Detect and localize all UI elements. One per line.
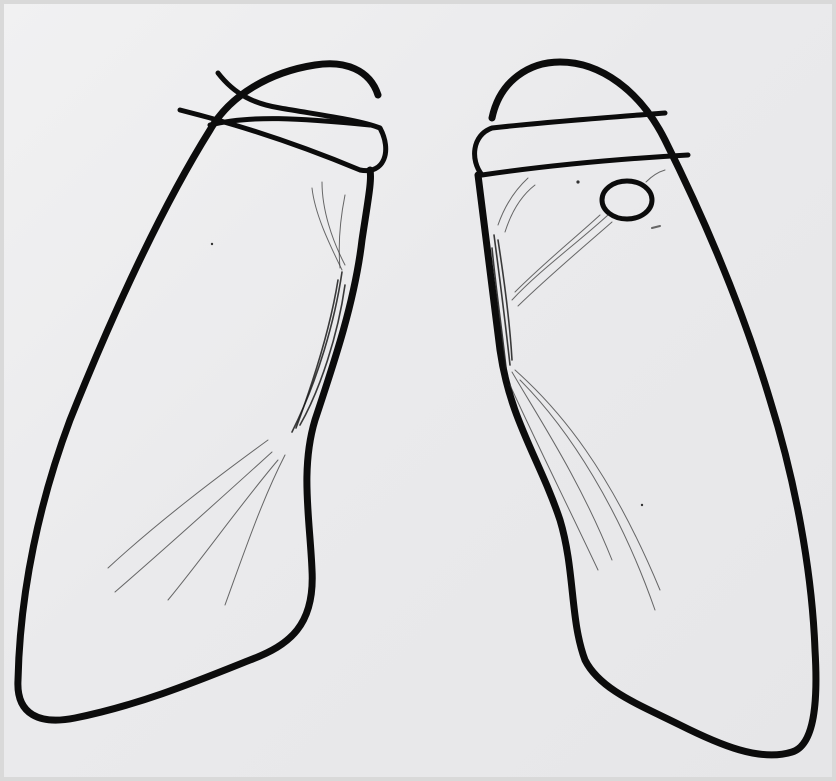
left-lung-vessel-lines [512, 215, 608, 300]
right-lung-vessel-lines [312, 188, 342, 270]
nodule-icon [602, 181, 652, 219]
sketch-paper [4, 4, 832, 777]
left-lung [475, 62, 816, 755]
right-lung-outline-icon [18, 64, 378, 720]
lung-sketch [4, 4, 832, 777]
left-lung-outline-icon [478, 62, 816, 755]
right-lung [18, 64, 386, 720]
